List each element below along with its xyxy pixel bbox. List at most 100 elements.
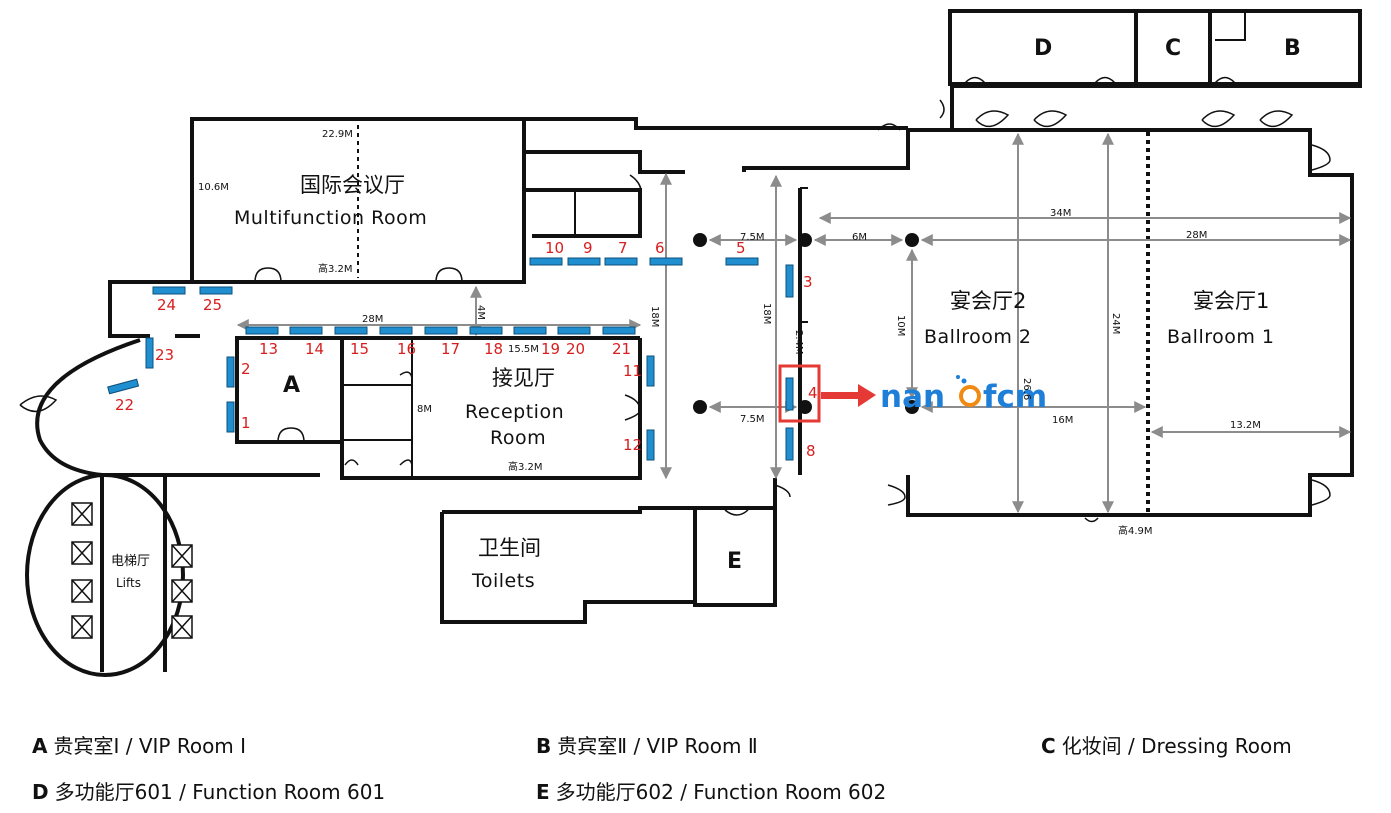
svg-text:15: 15 — [350, 340, 369, 358]
svg-text:24M: 24M — [1110, 313, 1121, 334]
svg-text:22.9M: 22.9M — [322, 129, 353, 140]
dimension-labels: 28M 4M 18M 18M 2.4M 7.5M 7.5M 6M 34M 28M — [362, 208, 1207, 425]
svg-text:23: 23 — [155, 346, 174, 364]
svg-text:16: 16 — [397, 340, 416, 358]
booth-6[interactable] — [649, 257, 683, 266]
lifts-cn: 电梯厅 — [111, 554, 150, 569]
booth-2[interactable] — [226, 356, 235, 388]
reception-room-cn: 接见厅 — [492, 366, 555, 390]
booth-20[interactable] — [557, 326, 591, 335]
ballroom2-en: Ballroom 2 — [924, 326, 1032, 348]
ballroom2-cn: 宴会厅2 — [950, 289, 1026, 313]
booth-1[interactable] — [226, 401, 235, 433]
svg-text:9: 9 — [583, 239, 593, 257]
svg-text:6M: 6M — [852, 232, 867, 243]
booth-19[interactable] — [513, 326, 547, 335]
svg-text:高4.9M: 高4.9M — [1118, 524, 1153, 537]
booth-13[interactable] — [245, 326, 279, 335]
booth-9[interactable] — [567, 257, 601, 266]
booth-21[interactable] — [602, 326, 636, 335]
svg-text:2: 2 — [241, 360, 251, 378]
columns — [693, 233, 919, 414]
svg-text:1: 1 — [241, 414, 251, 432]
booth-12[interactable] — [646, 429, 655, 461]
booth-14[interactable] — [289, 326, 323, 335]
doors — [19, 76, 1331, 523]
svg-text:28M: 28M — [1186, 230, 1207, 241]
booth-3[interactable] — [785, 264, 794, 298]
svg-text:15.5M: 15.5M — [508, 344, 539, 355]
svg-text:6: 6 — [655, 239, 665, 257]
svg-text:8: 8 — [806, 442, 816, 460]
multifunction-room-cn: 国际会议厅 — [300, 173, 405, 197]
svg-text:11: 11 — [623, 362, 642, 380]
svg-text:18M: 18M — [761, 303, 772, 324]
svg-text:12: 12 — [623, 436, 642, 454]
walls — [25, 9, 1362, 677]
booth-25[interactable] — [199, 286, 233, 295]
booth-16[interactable] — [379, 326, 413, 335]
room-b-label: B — [1284, 36, 1301, 61]
booth-22[interactable] — [107, 378, 140, 395]
reception-room-en-1: Reception — [465, 401, 564, 423]
svg-text:fcm: fcm — [983, 379, 1047, 415]
booth-11[interactable] — [646, 355, 655, 387]
svg-text:10M: 10M — [895, 315, 906, 336]
booth-numbers: 1 2 3 4 5 6 7 8 9 10 11 12 13 14 15 16 1… — [115, 239, 818, 460]
lifts-en: Lifts — [116, 576, 141, 590]
booth-7[interactable] — [604, 257, 638, 266]
booth-24[interactable] — [152, 286, 186, 295]
room-c-label: C — [1165, 36, 1181, 61]
svg-text:18: 18 — [484, 340, 503, 358]
svg-text:20: 20 — [566, 340, 585, 358]
reception-room-en-2: Room — [490, 427, 546, 449]
svg-text:22: 22 — [115, 396, 134, 414]
svg-text:13.2M: 13.2M — [1230, 420, 1261, 431]
room-d-label: D — [1034, 36, 1052, 61]
ballroom1-en: Ballroom 1 — [1167, 326, 1275, 348]
booth-15[interactable] — [334, 326, 368, 335]
svg-text:16M: 16M — [1052, 415, 1073, 426]
booth-10[interactable] — [529, 257, 563, 266]
svg-text:10.6M: 10.6M — [198, 182, 229, 193]
room-e-label: E — [727, 549, 742, 574]
svg-text:14: 14 — [305, 340, 324, 358]
booths — [107, 257, 794, 461]
highlight-arrow — [821, 384, 876, 407]
dimension-lines — [236, 132, 1352, 514]
svg-text:高3.2M: 高3.2M — [318, 262, 353, 275]
toilets-en: Toilets — [471, 570, 535, 592]
svg-text:19: 19 — [541, 340, 560, 358]
svg-text:2.4M: 2.4M — [793, 330, 804, 355]
booth-17[interactable] — [424, 326, 458, 335]
svg-text:7.5M: 7.5M — [740, 232, 765, 243]
svg-text:3: 3 — [803, 273, 813, 291]
svg-text:18M: 18M — [649, 306, 660, 327]
booth-4[interactable] — [785, 377, 794, 411]
svg-text:24: 24 — [157, 296, 176, 314]
svg-text:4: 4 — [808, 384, 818, 402]
svg-text:26.6: 26.6 — [1021, 378, 1032, 400]
svg-text:10: 10 — [545, 239, 564, 257]
highlight-box — [778, 364, 821, 423]
toilets-cn: 卫生间 — [478, 536, 541, 560]
svg-text:nan: nan — [880, 379, 945, 415]
booth-8[interactable] — [785, 427, 794, 461]
svg-text:4M: 4M — [475, 305, 486, 320]
svg-text:34M: 34M — [1050, 208, 1071, 219]
booth-18[interactable] — [469, 326, 503, 335]
svg-text:7: 7 — [618, 239, 628, 257]
booth-23[interactable] — [145, 337, 154, 369]
booth-5[interactable] — [725, 257, 759, 266]
room-labels: 国际会议厅 Multifunction Room 22.9M 10.6M 高3.… — [111, 36, 1301, 592]
ballroom1-cn: 宴会厅1 — [1193, 289, 1269, 313]
room-a-label: A — [283, 373, 300, 398]
svg-text:8M: 8M — [417, 404, 432, 415]
svg-text:5: 5 — [736, 239, 746, 257]
